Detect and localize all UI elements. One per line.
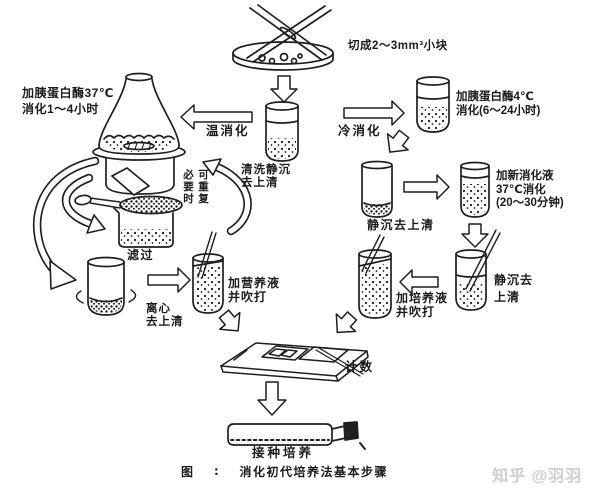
label-cut-note: 切成2～3mm³小块 (348, 40, 448, 52)
repeat-loop-arrow (202, 158, 252, 236)
pipette-icon (361, 234, 385, 274)
figure-caption: 图 ∶ 消化初代培养法基本步骤 (181, 463, 388, 480)
pipette-icon (465, 229, 501, 292)
medium-tube (358, 234, 392, 319)
arrow-settle-to-fresh (403, 174, 450, 200)
label-centrifuge: 离心 去上清 (146, 303, 184, 328)
petri-dish (232, 41, 334, 71)
pipette-icon (197, 231, 217, 279)
label-cold-enzyme: 加胰蛋白酶4℃ 消化(6～24小时) (456, 91, 541, 117)
hemocytometer (220, 342, 369, 382)
settle-tube-2 (455, 229, 501, 311)
arrow-counter-to-flask (257, 381, 287, 416)
flask-to-filter-arrow (61, 173, 106, 234)
flask-cap (343, 421, 359, 441)
caption-label: 图 (181, 465, 195, 479)
caption-colon: ∶ (214, 465, 220, 479)
watermark: 知乎 @羽羽 (492, 468, 583, 485)
settle-tube-1 (361, 160, 393, 218)
arrow-cold-digest (343, 100, 405, 126)
spin-arrow-right (128, 289, 137, 303)
counter-pipette (315, 347, 364, 377)
label-warm-digest: 温消化 (206, 124, 250, 138)
arrow-nutrient-to-counter (218, 309, 241, 332)
label-add-medium: 加培养液 并吹打 (396, 291, 449, 319)
cap-tick (359, 442, 366, 450)
spoon-bowl (74, 194, 92, 206)
caption-text: 消化初代培养法基本步骤 (239, 465, 389, 479)
label-settle-decant-1: 静沉去上清 (367, 218, 435, 232)
label-repeat-note: 必要时 可重复 (182, 169, 209, 205)
label-cold-digest: 冷消化 (338, 124, 382, 138)
fresh-digest-tube (460, 161, 490, 218)
strainer (74, 167, 183, 215)
flask-on-stirrer (92, 72, 186, 195)
label-warm-enzyme: 加胰蛋白酶37℃ 消化1～4小时 (22, 86, 114, 116)
cold-tube (416, 76, 450, 133)
label-fresh-digest: 加新消化液 37℃消化 (20～30分钟) (496, 170, 564, 209)
pour-cup (111, 167, 150, 196)
arrow-medium-to-counter (335, 311, 358, 334)
label-count: 计数 (345, 360, 375, 374)
sieve (119, 195, 183, 215)
spin-arrow-left (75, 290, 84, 304)
spoon-handle (89, 197, 121, 209)
label-add-nutrient: 加营养液 并吹打 (228, 276, 281, 304)
arrow-centrifuge-to-nutrient (147, 267, 191, 293)
wash-tube (265, 101, 299, 162)
flask-foam (103, 134, 175, 140)
arrow-fresh-to-settle2 (461, 223, 489, 248)
culture-flask (227, 421, 366, 450)
flask-to-centrifuge-arrow (33, 156, 100, 290)
label-wash-settle: 清洗静沉 去上清 (241, 164, 291, 189)
arrow-warm-digest (180, 104, 253, 130)
arrow-settle2-to-medium (399, 269, 439, 295)
scissors-icon (246, 4, 332, 63)
stir-bar (123, 141, 155, 151)
flask-mouth (125, 72, 153, 82)
centrifuge-tube (75, 256, 137, 316)
label-settle-decant-2: 静沉去 上清 (494, 273, 534, 304)
arrow-dish-to-wash (270, 75, 298, 103)
block-arrows (147, 75, 489, 416)
nutrient-tube (192, 231, 224, 314)
label-inoculate: 接种培养 (252, 446, 315, 460)
filter-beaker (113, 207, 174, 248)
arrow-cold-to-settle (386, 129, 410, 153)
label-filter: 滤过 (127, 248, 155, 262)
